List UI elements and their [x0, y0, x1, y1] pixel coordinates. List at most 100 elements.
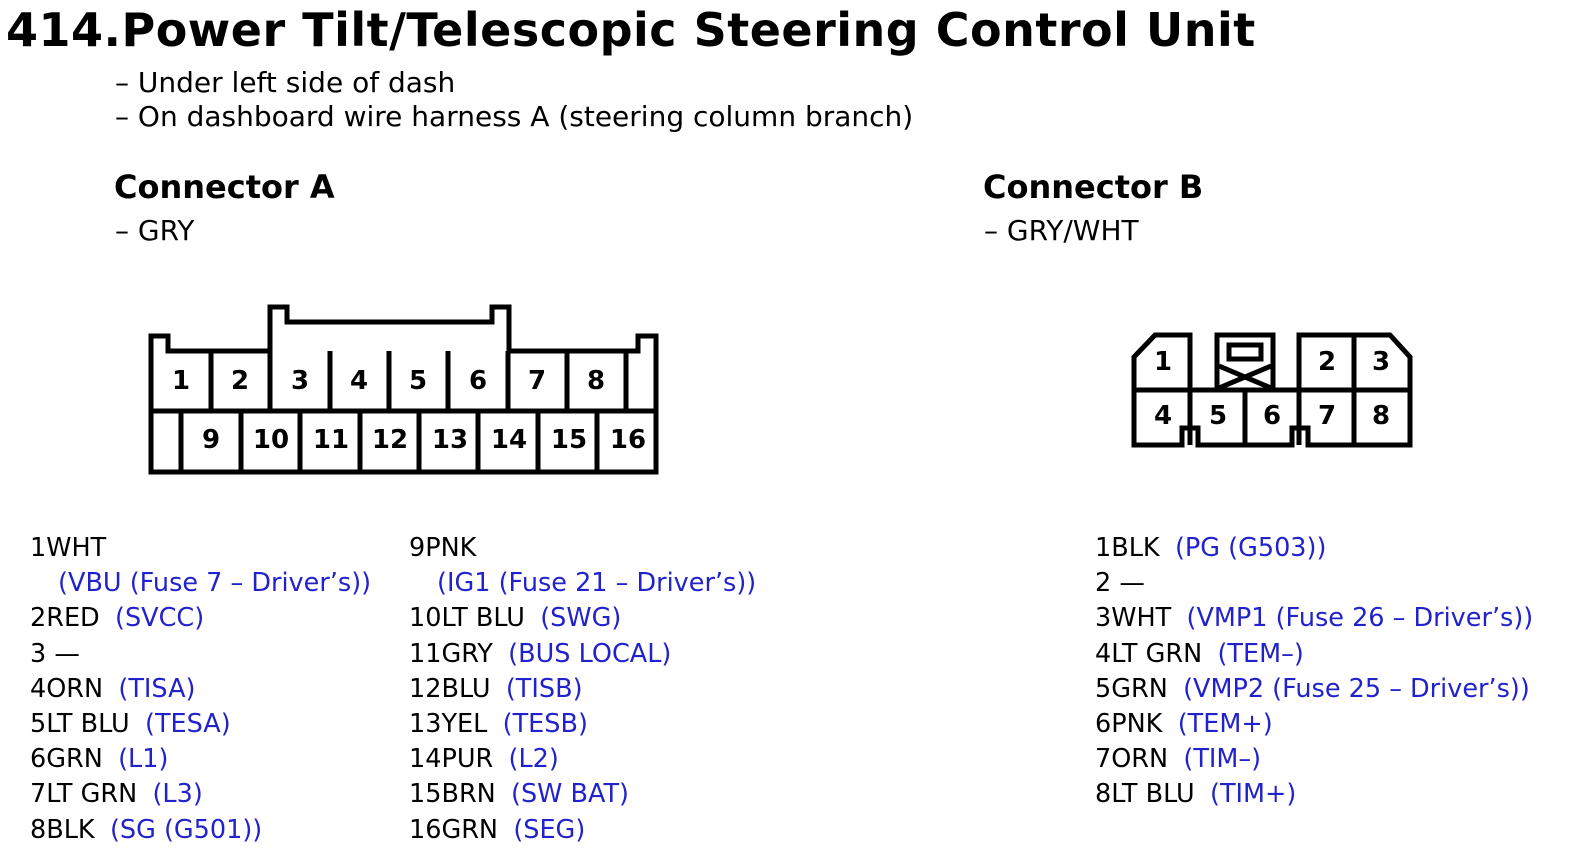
pin-row: 5GRN(VMP2 (Fuse 25 – Driver’s)) — [1095, 672, 1533, 707]
connector-a-pin-list-2: 9PNK (IG1 (Fuse 21 – Driver’s)) 10LT BLU (S… — [409, 531, 756, 848]
pin-function: (TESA) — [145, 709, 231, 740]
pin-wire: 7LT GRN — [30, 779, 138, 810]
pin-wire: 5GRN — [1095, 673, 1168, 704]
location-line-2: – On dashboard wire harness A (steering … — [115, 100, 914, 133]
pin-row: 3 — — [30, 637, 371, 672]
pin-function: (IG1 (Fuse 21 – Driver’s)) — [437, 568, 757, 599]
pin-row: 7ORN (TIM–) — [1095, 742, 1533, 777]
pin-row: 16GRN (SEG) — [409, 813, 756, 848]
pin-function: (VMP1 (Fuse 26 – Driver’s)) — [1186, 603, 1534, 634]
connector-a-title: Connector A — [114, 168, 335, 206]
connector-a-cavity-1: 1 — [172, 366, 190, 396]
pin-wire: 2 — — [1095, 568, 1145, 599]
pin-function: (TISB) — [505, 673, 583, 704]
pin-wire: 9PNK — [409, 533, 477, 563]
connector-b-diagram — [1131, 332, 1413, 448]
pin-function: (L3) — [152, 779, 203, 810]
pin-function: (TEM+) — [1177, 709, 1273, 740]
pin-function: (BUS LOCAL) — [508, 638, 672, 669]
pin-wire: 5LT BLU — [30, 709, 130, 740]
pin-row: 6GRN (L1) — [30, 742, 371, 777]
connector-b-cavity-6: 6 — [1263, 401, 1281, 431]
pin-row: 9PNK — [409, 531, 756, 566]
pin-wire: 12BLU — [409, 673, 491, 704]
pin-wire: 10LT BLU — [409, 603, 525, 634]
connector-b-cavity-2: 2 — [1318, 347, 1336, 377]
connector-a-color: – GRY — [115, 214, 195, 247]
pin-row: 4LT GRN(TEM–) — [1095, 637, 1533, 672]
pin-function: (VBU (Fuse 7 – Driver’s)) — [58, 568, 372, 599]
connector-a-diagram — [148, 304, 659, 475]
pin-wire: 15BRN — [409, 779, 496, 810]
pin-row: 4ORN(TISA) — [30, 672, 371, 707]
pin-wire: 8LT BLU — [1095, 779, 1195, 810]
connector-a-cavity-2: 2 — [231, 366, 249, 396]
pin-wire: 2RED — [30, 603, 100, 634]
pin-function: (L2) — [508, 744, 559, 775]
pin-wire: 1BLK — [1095, 533, 1160, 563]
pin-row: 2RED (SVCC) — [30, 601, 371, 636]
connector-a-cavity-16: 16 — [610, 425, 646, 455]
pin-row: 1WHT — [30, 531, 371, 566]
pin-function: (L1) — [118, 744, 169, 775]
pin-wire: 16GRN — [409, 814, 499, 845]
location-line-1: – Under left side of dash — [115, 66, 456, 99]
pin-row: 7LT GRN (L3) — [30, 777, 371, 812]
pin-wire: 6PNK — [1095, 709, 1163, 740]
connector-b-pin-list: 1BLK (PG (G503)) 2 — 3WHT (VMP1 (Fuse 26 – D… — [1095, 531, 1533, 813]
pin-wire: 3 — — [30, 638, 80, 669]
pin-row: 2 — — [1095, 566, 1533, 601]
connector-b-cavity-4: 4 — [1154, 401, 1172, 431]
pin-row: 10LT BLU (SWG) — [409, 601, 756, 636]
pin-function: (TIM+) — [1210, 779, 1297, 810]
pin-wire: 14PUR — [409, 744, 494, 775]
pin-row: 5LT BLU (TESA) — [30, 707, 371, 742]
connector-a-cavity-4: 4 — [350, 366, 368, 396]
pin-wire: 4LT GRN — [1095, 638, 1203, 669]
connector-b-cavity-3: 3 — [1372, 347, 1390, 377]
pin-row: 14PUR (L2) — [409, 742, 756, 777]
pin-row: 11GRY (BUS LOCAL) — [409, 637, 756, 672]
pin-row: 15BRN (SW BAT) — [409, 777, 756, 812]
pin-function: (SG (G501)) — [109, 814, 263, 845]
connector-a-cavity-14: 14 — [491, 425, 527, 455]
connector-a-cavity-12: 12 — [372, 425, 408, 455]
connector-a-cavity-8: 8 — [587, 366, 605, 396]
pin-wire: 3WHT — [1095, 603, 1172, 634]
pin-wire: 7ORN — [1095, 744, 1169, 775]
connector-b-cavity-7: 7 — [1318, 401, 1336, 431]
pin-row: (IG1 (Fuse 21 – Driver’s)) — [409, 566, 756, 601]
connector-a-cavity-10: 10 — [253, 425, 289, 455]
pin-wire: 4ORN — [30, 673, 104, 704]
pin-wire: 8BLK — [30, 814, 95, 845]
connector-a-cavity-11: 11 — [313, 425, 349, 455]
pin-function: (TIM–) — [1183, 744, 1262, 775]
pin-row: 8LT BLU (TIM+) — [1095, 777, 1533, 812]
connector-b-title: Connector B — [983, 168, 1204, 206]
pin-wire: 6GRN — [30, 744, 103, 775]
pin-wire: 11GRY — [409, 638, 493, 669]
connector-b-cavity-5: 5 — [1209, 401, 1227, 431]
connector-a-cavity-9: 9 — [202, 425, 220, 455]
pin-row: 13YEL(TESB) — [409, 707, 756, 742]
connector-b-cavity-8: 8 — [1372, 401, 1390, 431]
pin-wire: 1WHT — [30, 533, 107, 563]
pin-row: 6PNK (TEM+) — [1095, 707, 1533, 742]
connector-a-cavity-13: 13 — [432, 425, 468, 455]
pin-function: (SW BAT) — [511, 779, 629, 810]
pin-function: (PG (G503)) — [1174, 533, 1327, 563]
pin-function: (SVCC) — [115, 603, 205, 634]
connector-b-color: – GRY/WHT — [984, 214, 1139, 247]
connector-a-cavity-5: 5 — [409, 366, 427, 396]
pin-function: (SEG) — [513, 814, 586, 845]
connector-b-cavity-1: 1 — [1154, 347, 1172, 377]
pin-row: (VBU (Fuse 7 – Driver’s)) — [30, 566, 371, 601]
pin-function: (SWG) — [540, 603, 622, 634]
connector-b-cavity-labels: 1 2 3 4 5 6 7 8 — [1154, 347, 1390, 431]
connector-a-cavity-15: 15 — [551, 425, 587, 455]
pin-row: 1BLK (PG (G503)) — [1095, 531, 1533, 566]
connector-a-cavity-6: 6 — [469, 366, 487, 396]
pin-function: (TESB) — [502, 709, 588, 740]
